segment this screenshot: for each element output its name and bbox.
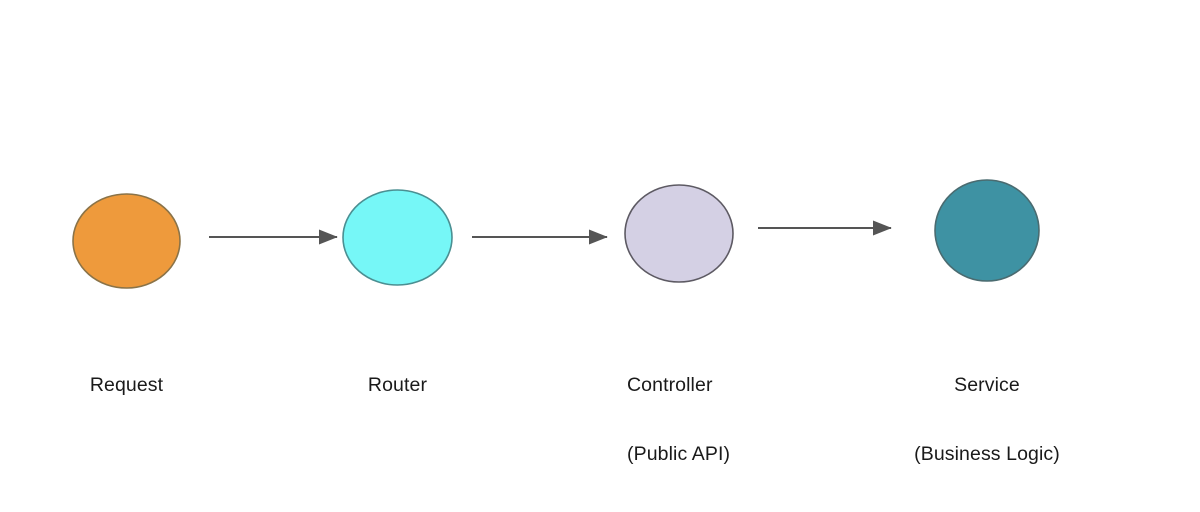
flow-diagram-svg xyxy=(72,179,1040,289)
diagram-canvas: Request Router Controller (Public API) S… xyxy=(68,179,1060,465)
node-shape-request[interactable] xyxy=(72,193,181,289)
node-label-request: Request xyxy=(68,328,185,443)
node-label-service-line1: Service xyxy=(954,374,1020,396)
node-label-service: Service (Business Logic) xyxy=(897,328,1077,512)
node-label-request-line1: Request xyxy=(89,374,164,396)
node-shape-service[interactable] xyxy=(934,179,1040,282)
node-label-service-line2: (Business Logic) xyxy=(914,443,1060,465)
node-label-router: Router xyxy=(339,328,456,443)
node-label-controller-line1: Controller xyxy=(627,374,713,396)
arrow-connectors xyxy=(209,220,892,245)
node-label-controller: Controller (Public API) xyxy=(627,328,817,512)
node-shape-controller[interactable] xyxy=(624,184,734,283)
node-shape-router[interactable] xyxy=(342,189,453,286)
node-label-router-line1: Router xyxy=(367,374,428,396)
node-label-controller-line2: (Public API) xyxy=(627,443,731,465)
node-shapes xyxy=(72,179,1040,289)
